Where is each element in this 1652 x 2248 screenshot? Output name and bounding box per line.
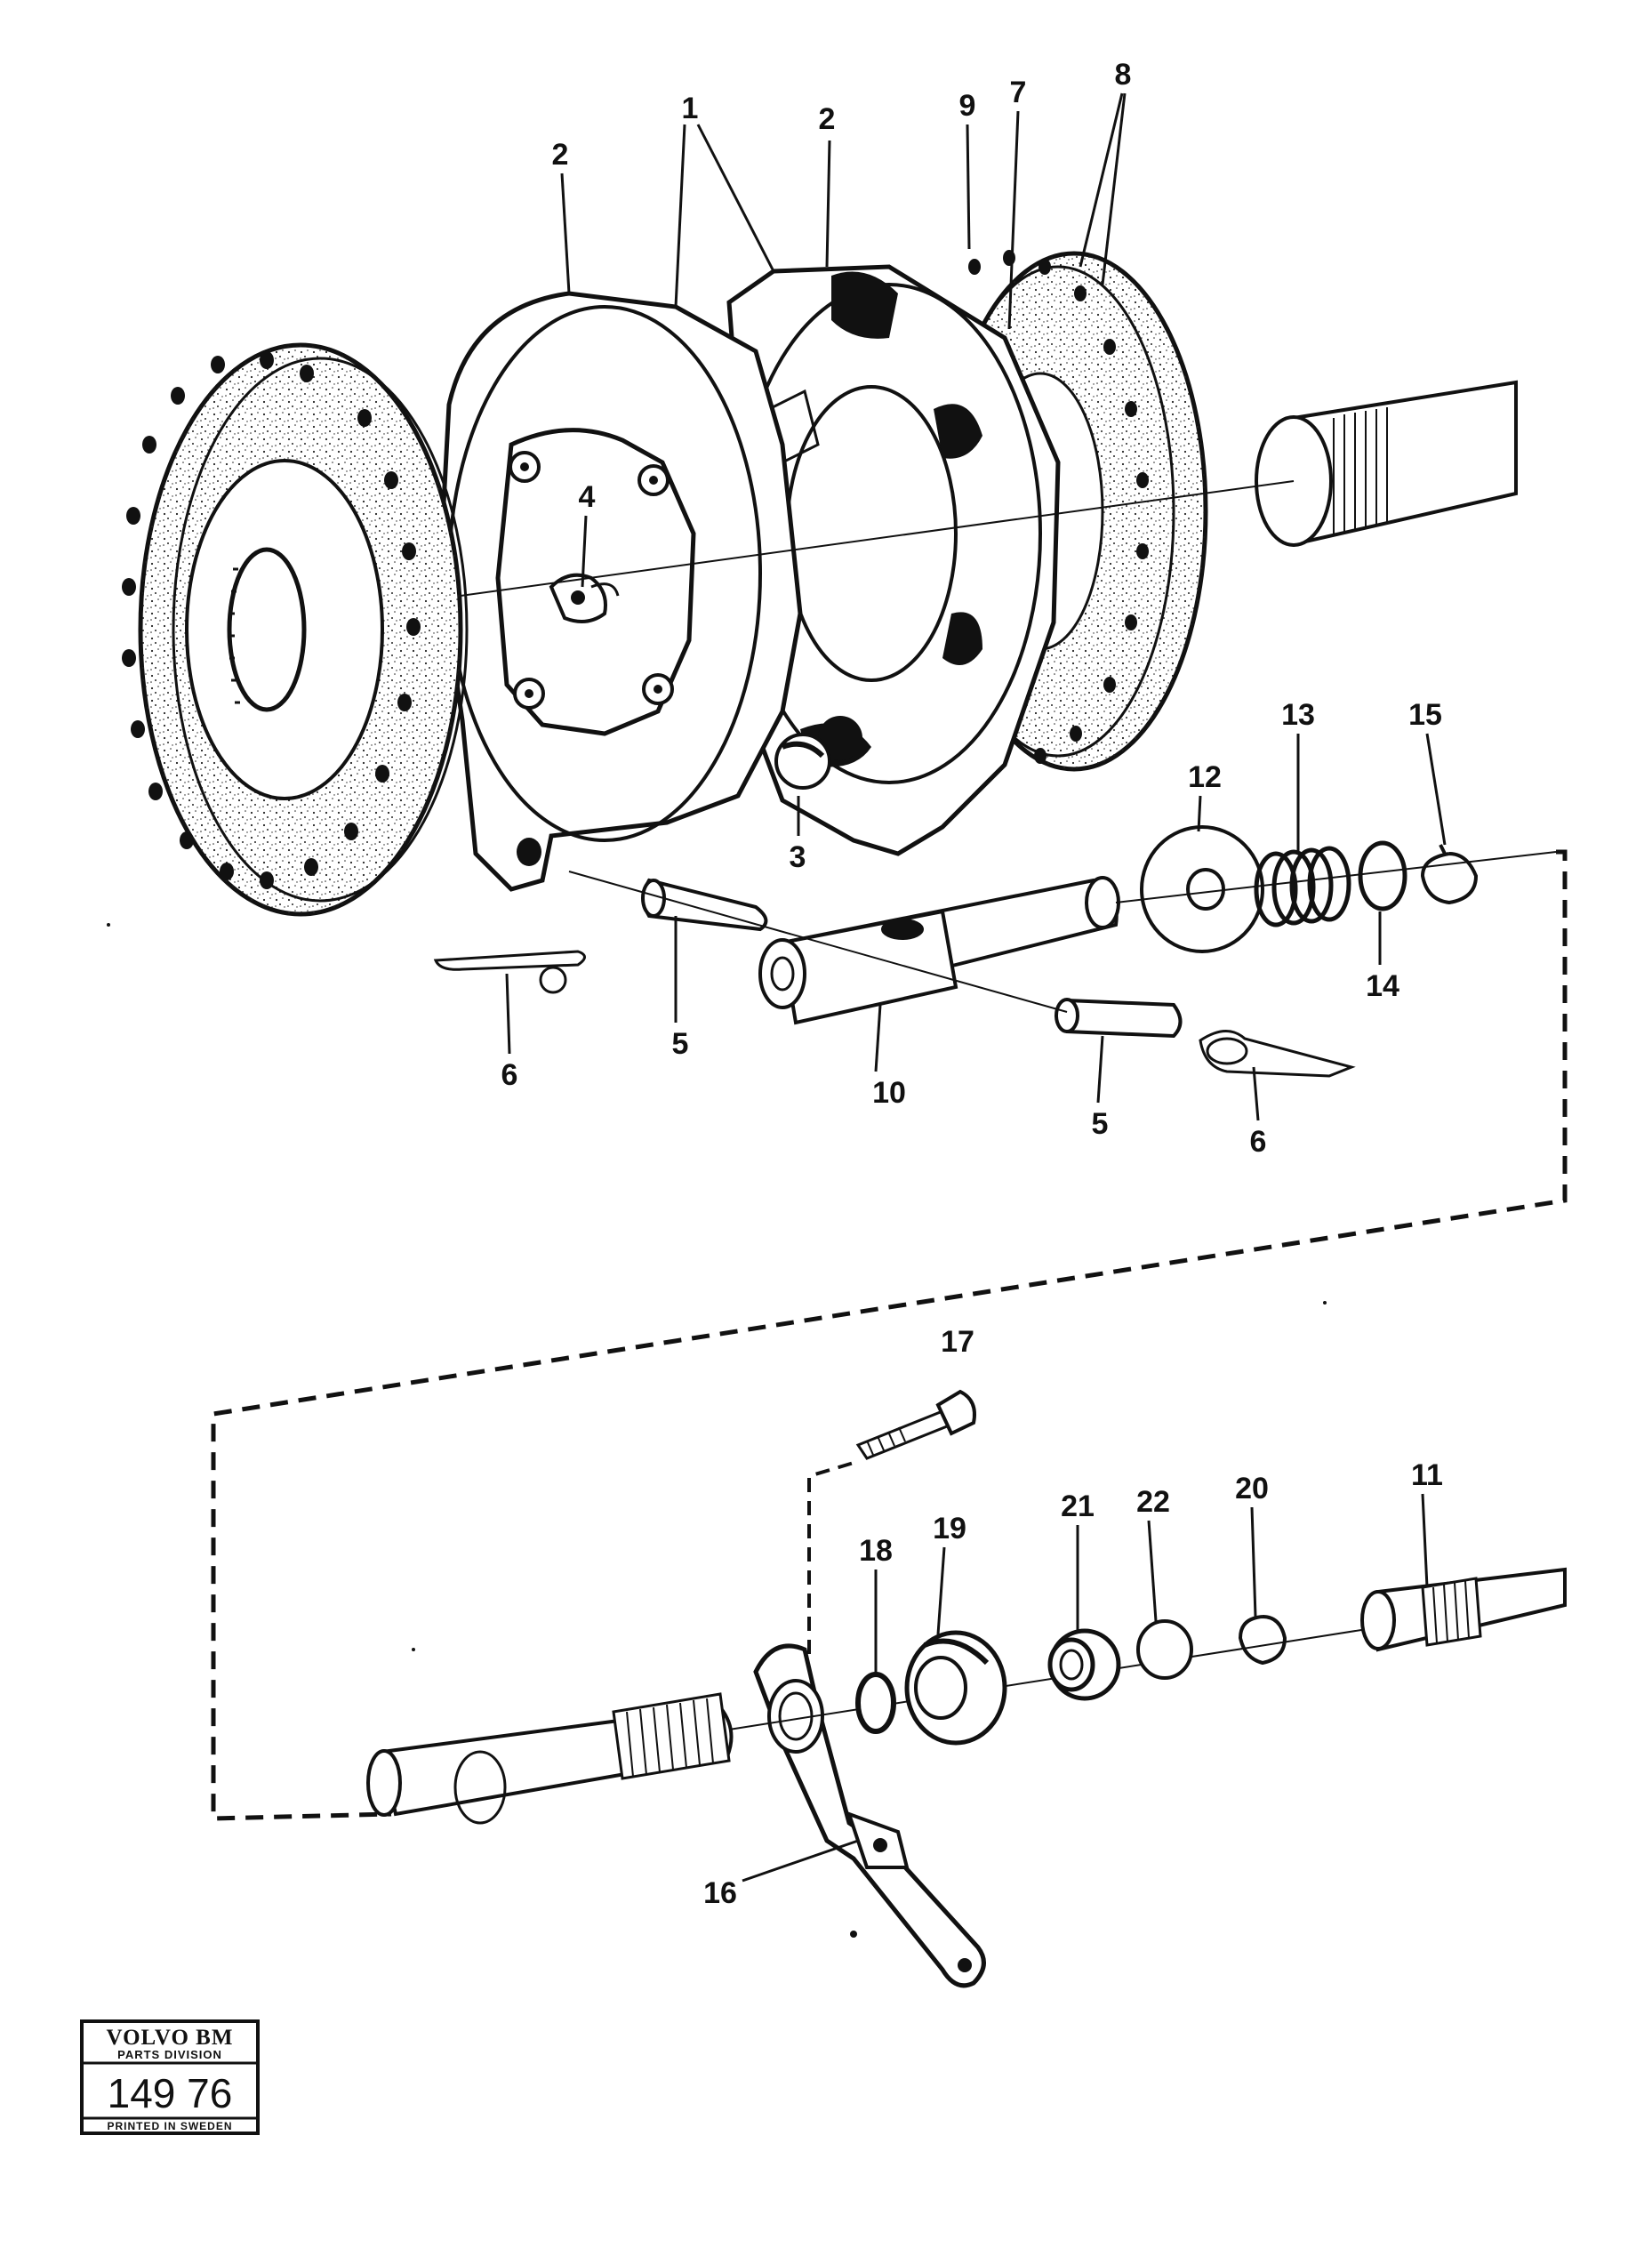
print-specks [107,923,1327,1938]
callout-21: 21 [1061,1489,1095,1523]
callout-2-left: 2 [552,138,569,172]
stamp-brand: VOLVO BM [107,2026,234,2050]
cup-19 [904,1630,1007,1746]
callout-22: 22 [1136,1485,1170,1519]
callout-5-left: 5 [672,1027,689,1061]
ring-14 [1358,840,1407,911]
washer-12 [1140,825,1264,953]
lever-arm-16 [753,1643,986,1988]
splined-output-shaft [1255,380,1518,547]
callout-1: 1 [682,92,699,125]
spring-13 [1254,846,1351,927]
callout-6-left: 6 [501,1058,518,1092]
ring-18 [855,1672,896,1734]
callout-17: 17 [941,1325,974,1359]
callout-5-right: 5 [1092,1107,1109,1141]
callout-18: 18 [859,1534,893,1568]
callout-16: 16 [703,1876,737,1910]
callout-labels: 1 2 2 3 4 5 5 6 6 7 8 9 10 11 12 13 14 1… [501,58,1443,1910]
spring-assembly-4 [549,573,620,623]
callout-12: 12 [1188,760,1222,794]
callout-19: 19 [933,1512,966,1546]
friction-disc-left [122,342,469,917]
dashed-bolt-line [807,1461,854,1654]
callout-8: 8 [1115,58,1132,92]
dashed-connector [211,849,1568,1821]
callout-7: 7 [1010,76,1027,109]
shaft-10 [758,876,1120,1025]
callout-10: 10 [872,1076,906,1110]
callout-4: 4 [579,480,596,514]
callout-20: 20 [1235,1472,1269,1505]
circlip-20 [1238,1615,1287,1666]
callout-3: 3 [790,840,806,874]
circlip-15 [1420,844,1479,905]
callout-11: 11 [1411,1458,1443,1492]
axis-upper-right [1115,851,1557,903]
callout-14: 14 [1366,969,1399,1003]
bolt-17 [855,1389,976,1460]
callout-6-right: 6 [1250,1125,1267,1159]
pressure-plate-rear [726,264,1061,856]
taper-pin-5a [641,878,768,932]
taper-pin-5b [1055,998,1183,1039]
callout-15: 15 [1408,698,1442,732]
pin-3 [774,733,831,790]
stamp-number: 149 76 [108,2070,233,2116]
spring-clip-6b [1199,1030,1356,1078]
bearing-21 [1047,1628,1121,1701]
spring-clip-6a [433,950,586,994]
callout-9: 9 [959,89,976,123]
pin-axis [568,871,1068,1013]
parts-stamp: VOLVO BM PARTS DIVISION 149 76 PRINTED I… [80,2019,260,2135]
stamp-printed: PRINTED IN SWEDEN [107,2120,232,2132]
disc-22 [1136,1619,1193,1680]
leader-lines [505,92,1447,1883]
callout-2-right: 2 [819,102,836,136]
pressure-plate-front [437,291,831,892]
callout-13: 13 [1281,698,1315,732]
splined-shaft-lower [366,1692,734,1825]
splined-shaft-11 [1360,1567,1567,1652]
stamp-division: PARTS DIVISION [117,2048,222,2061]
